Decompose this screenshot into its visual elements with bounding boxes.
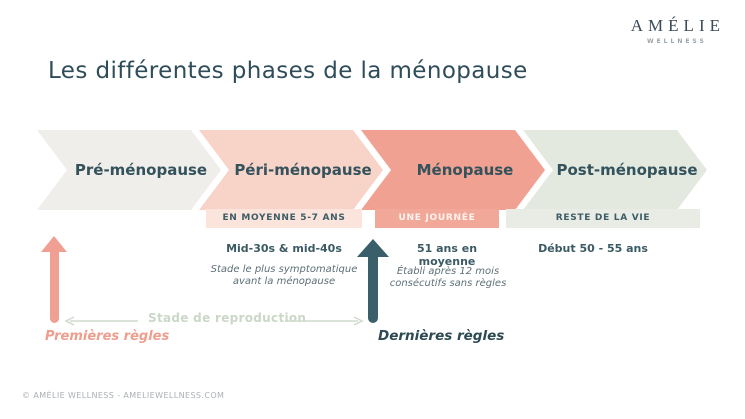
brand-name: AMÉLIE [630,16,725,35]
left-arrow-icon [64,316,138,326]
age-range-menopause: 51 ans en moyenne [416,242,478,268]
last-period-label: Dernières règles [378,328,505,344]
phase-chevron-pre-menopause: Pré-ménopause [37,130,221,210]
age-range-peri: Mid-30s & mid-40s [226,242,342,255]
page-title: Les différentes phases de la ménopause [48,58,528,84]
up-arrow-teal-icon [357,239,389,257]
duration-badge-peri: EN MOYENNE 5-7 ANS [206,209,362,228]
duration-badge-post: RESTE DE LA VIE [506,209,700,228]
copyright-text: © AMÉLIE WELLNESS - AMELIEWELLNESS.COM [22,391,225,400]
age-range-post: Début 50 - 55 ans [538,242,648,255]
phase-chevron-peri-menopause: Péri-ménopause [199,130,383,210]
phase-chevron-post-menopause: Post-ménopause [523,130,707,210]
phase-label: Péri-ménopause [234,161,372,179]
phase-chevron-menopause: Ménopause [361,130,545,210]
reproduction-stage-label: Stade de reproduction [148,311,307,325]
phase-label: Ménopause [416,161,514,179]
phase-timeline: Pré-ménopause Péri-ménopause Ménopause P… [37,130,707,210]
brand-subtitle: WELLNESS [646,38,707,45]
duration-badge-menopause: UNE JOURNÉE [375,209,499,228]
up-arrow-teal-shaft [368,255,378,323]
phase-label: Pré-ménopause [74,161,208,179]
phase-label: Post-ménopause [556,161,698,179]
right-arrow-icon [285,316,364,326]
note-peri: Stade le plus symptomatique avant la mén… [210,264,358,287]
up-arrow-pink-shaft [50,250,59,323]
brand-logo: AMÉLIE WELLNESS [626,16,725,45]
note-menopause: Établi après 12 mois consécutifs sans rè… [389,266,507,289]
first-period-label: Premières règles [45,329,170,344]
up-arrow-pink-icon [41,236,67,252]
